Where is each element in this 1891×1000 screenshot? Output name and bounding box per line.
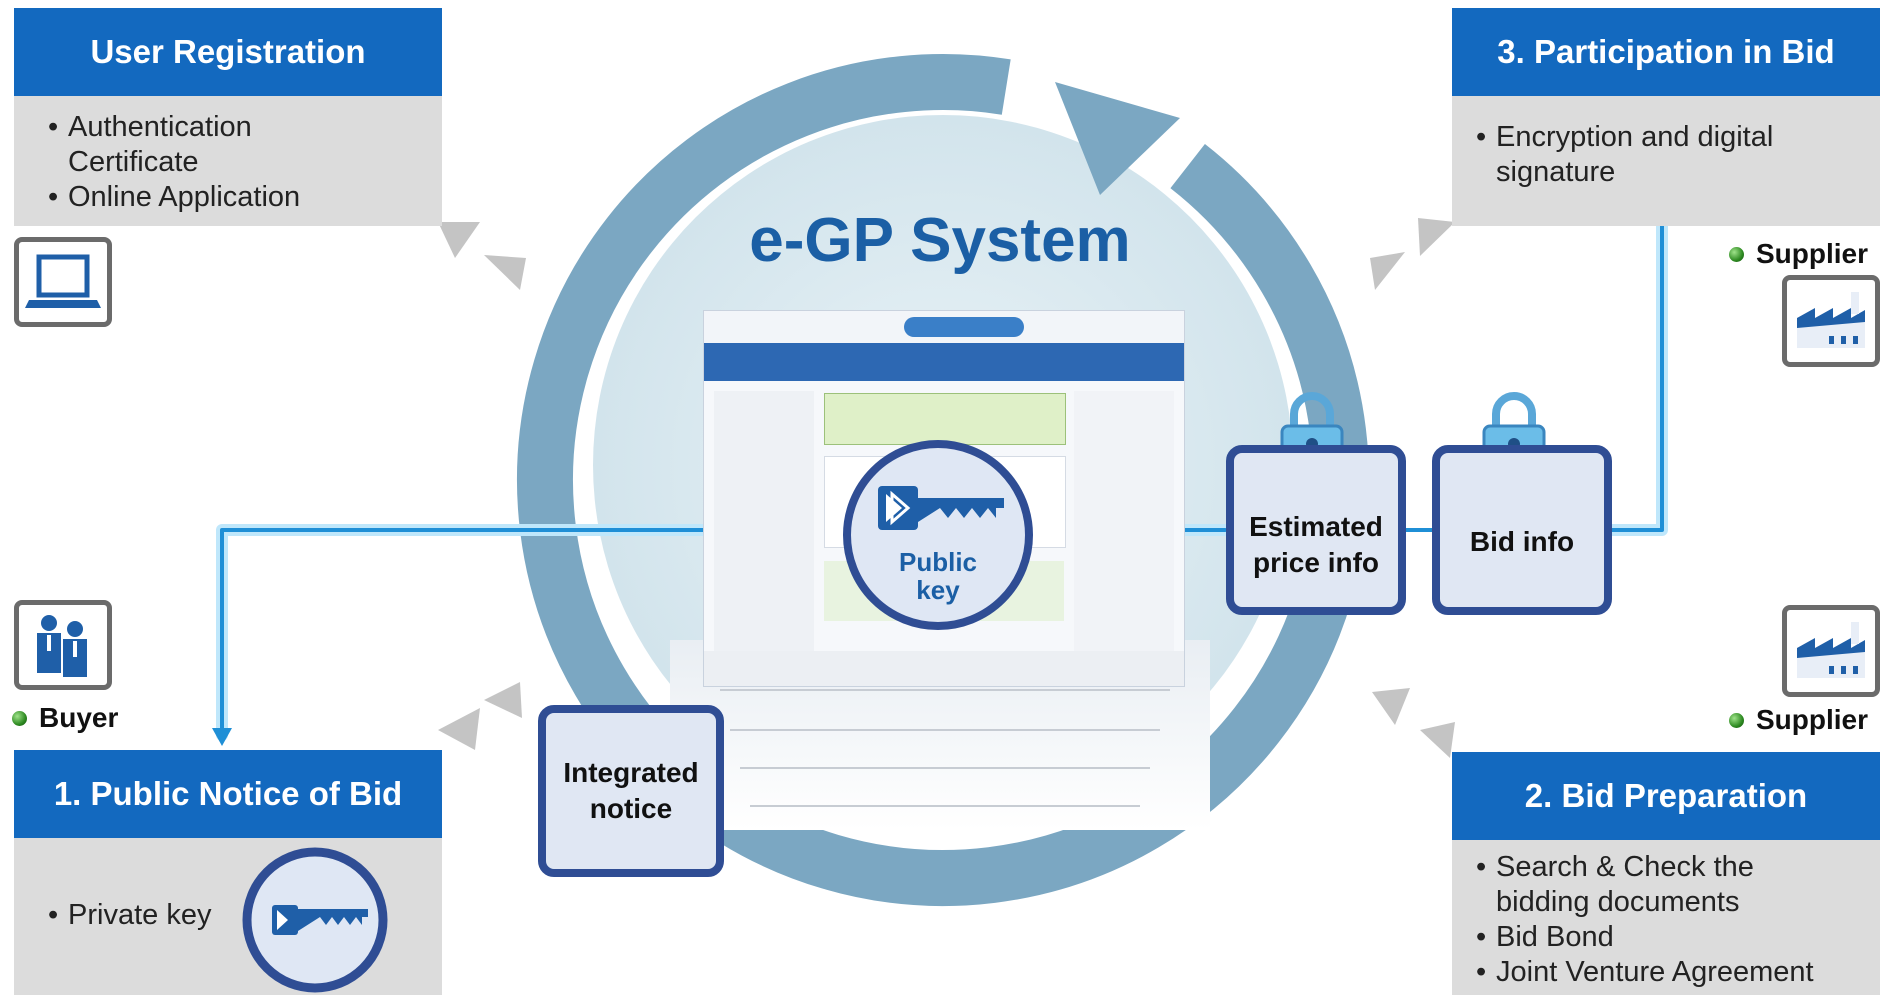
bullet-dot-icon	[12, 710, 27, 726]
laptop-icon	[14, 237, 112, 327]
private-key-icon	[240, 845, 390, 995]
integrated-notice-line: Integrated	[563, 757, 699, 788]
buyer-label: Buyer	[12, 700, 118, 736]
participation-header: 3. Participation in Bid	[1452, 8, 1880, 96]
list-item: Private key	[44, 898, 211, 933]
integrated-notice-node: Integrated notice	[538, 705, 724, 877]
estimated-price-line: Estimated	[1249, 511, 1383, 542]
list-item: Search & Check the bidding documents	[1472, 850, 1796, 920]
bullet-dot-icon	[1729, 246, 1744, 262]
list-item: Online Application	[44, 180, 442, 215]
estimated-price-line: price info	[1252, 547, 1379, 578]
public-notice-header: 1. Public Notice of Bid	[14, 750, 442, 838]
supplier-text: Supplier	[1756, 704, 1869, 735]
user-registration-body: Authentication Certificate Online Applic…	[14, 96, 442, 226]
public-key-line: key	[916, 575, 960, 605]
website-screenshot	[703, 310, 1185, 687]
bid-info-label: Bid info	[1469, 526, 1575, 557]
key-icon	[878, 486, 1004, 530]
supplier-factory-icon	[1782, 275, 1880, 367]
buyer-people-icon	[14, 600, 112, 690]
list-item: Joint Venture Agreement	[1472, 955, 1880, 990]
estimated-price-node: Estimated price info	[1226, 445, 1406, 615]
public-key-node: Public key	[843, 440, 1033, 630]
bid-info-node: Bid info	[1432, 445, 1612, 615]
public-key-line: Public	[898, 547, 977, 577]
supplier-text: Supplier	[1756, 238, 1869, 269]
integrated-notice-line: notice	[589, 793, 673, 824]
supplier-bottom-label: Supplier	[1729, 702, 1868, 738]
system-title: e-GP System	[749, 206, 1131, 275]
supplier-factory-icon	[1782, 605, 1880, 697]
bid-preparation-header: 2. Bid Preparation	[1452, 752, 1880, 840]
bid-preparation-body: Search & Check the bidding documents Bid…	[1452, 840, 1880, 995]
participation-body: Encryption and digital signature	[1452, 96, 1880, 226]
list-item: Authentication Certificate	[44, 110, 298, 180]
bullet-dot-icon	[1729, 712, 1744, 728]
list-item: Encryption and digital signature	[1472, 120, 1836, 190]
buyer-text: Buyer	[39, 702, 119, 733]
public-notice-body: Private key	[14, 838, 442, 995]
list-item: Bid Bond	[1472, 920, 1880, 955]
supplier-top-label: Supplier	[1729, 236, 1868, 272]
public-key-label: Public key	[851, 548, 1025, 604]
user-registration-header: User Registration	[14, 8, 442, 96]
